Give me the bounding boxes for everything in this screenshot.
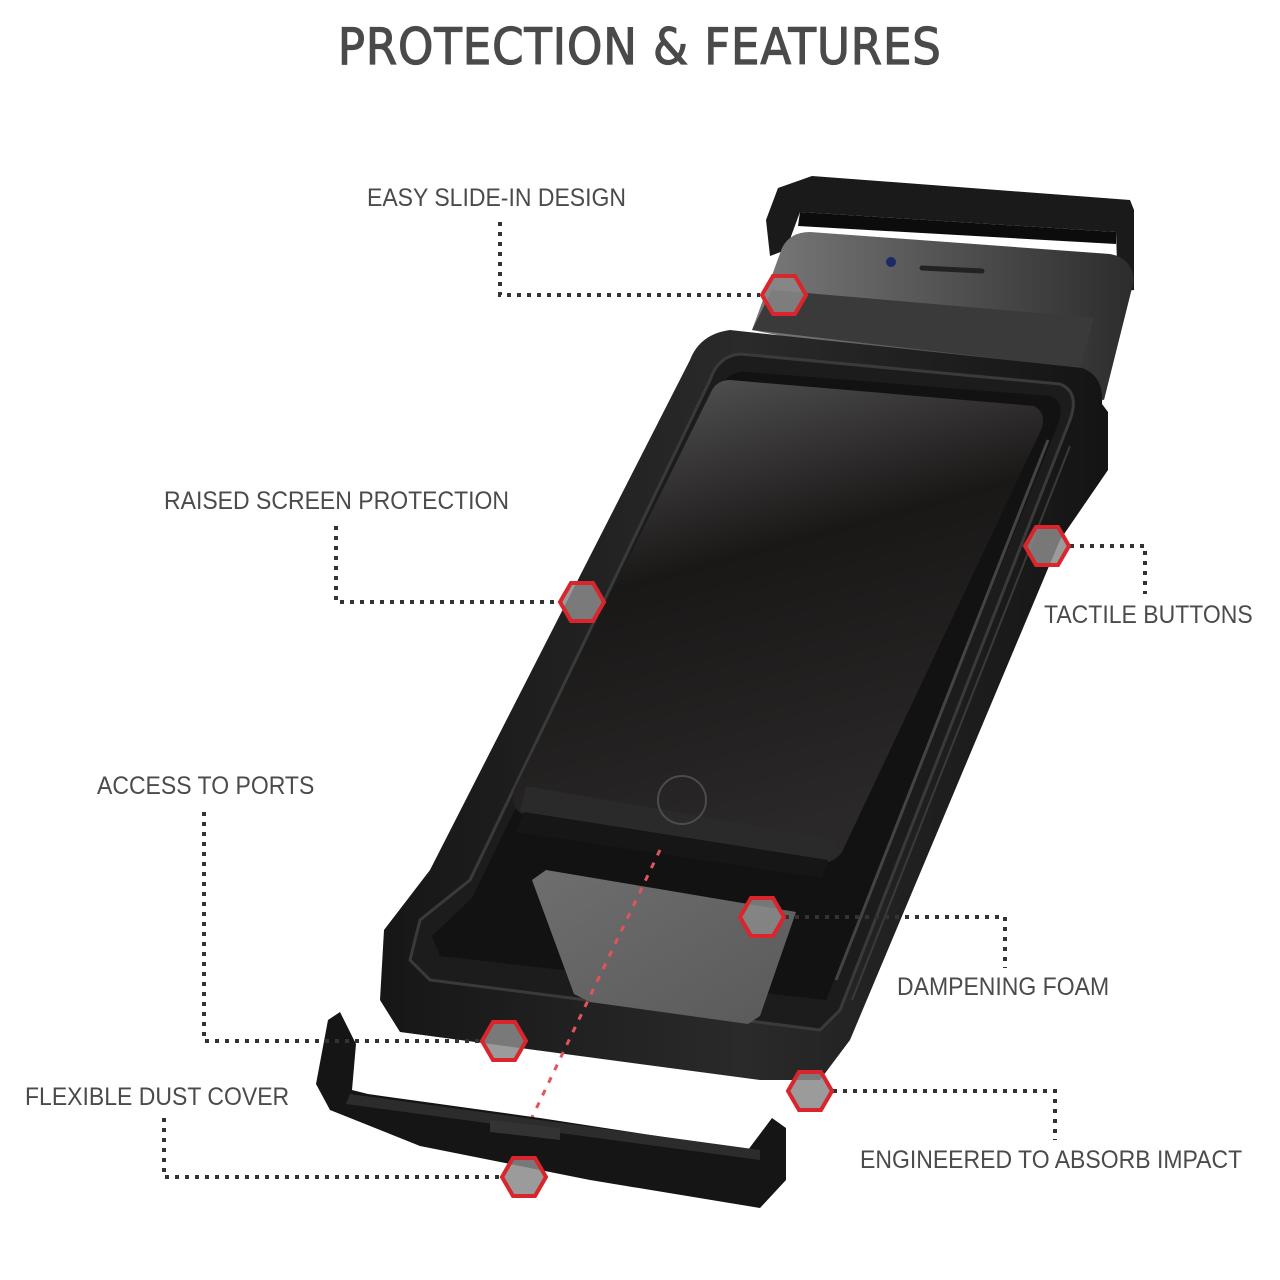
feature-label-absorb-impact: ENGINEERED TO ABSORB IMPACT [860, 1146, 1243, 1174]
phone-body [513, 380, 1043, 878]
hexagon-marker-screen-protection [557, 581, 607, 623]
callout-line-screen-protection [334, 526, 560, 604]
bottom-dust-cover [316, 1012, 786, 1208]
port-alignment-line [524, 849, 662, 1131]
feature-label-screen-protection: RAISED SCREEN PROTECTION [164, 487, 510, 515]
feature-label-dust-cover: FLEXIBLE DUST COVER [25, 1083, 290, 1111]
feature-label-ports: ACCESS TO PORTS [97, 772, 315, 800]
camera-icon [886, 257, 896, 267]
callout-line-tactile-buttons [1070, 544, 1147, 594]
home-button [657, 775, 707, 825]
callout-lines [162, 222, 1147, 1179]
speaker-grill [919, 265, 985, 274]
phone-top [752, 232, 1134, 400]
dampening-foam-pad [532, 870, 796, 1024]
feature-label-slide-in: EASY SLIDE-IN DESIGN [367, 184, 627, 212]
hexagon-marker-dampening-foam [737, 896, 787, 938]
hexagon-marker-tactile-buttons [1022, 525, 1072, 567]
hexagon-marker-ports [479, 1020, 529, 1062]
hexagon-marker-slide-in [759, 274, 809, 316]
feature-label-tactile-buttons: TACTILE BUTTONS [1044, 601, 1253, 629]
hexagon-marker-absorb-impact [785, 1070, 835, 1112]
hexagon-marker-dust-cover [499, 1156, 549, 1198]
callout-line-dampening-foam [785, 915, 1007, 968]
callout-line-slide-in [498, 222, 760, 297]
callout-line-absorb-impact [833, 1089, 1057, 1140]
feature-label-dampening-foam: DAMPENING FOAM [897, 973, 1110, 1001]
top-end-cap [766, 176, 1134, 292]
page-title: PROTECTION & FEATURES [337, 17, 942, 76]
